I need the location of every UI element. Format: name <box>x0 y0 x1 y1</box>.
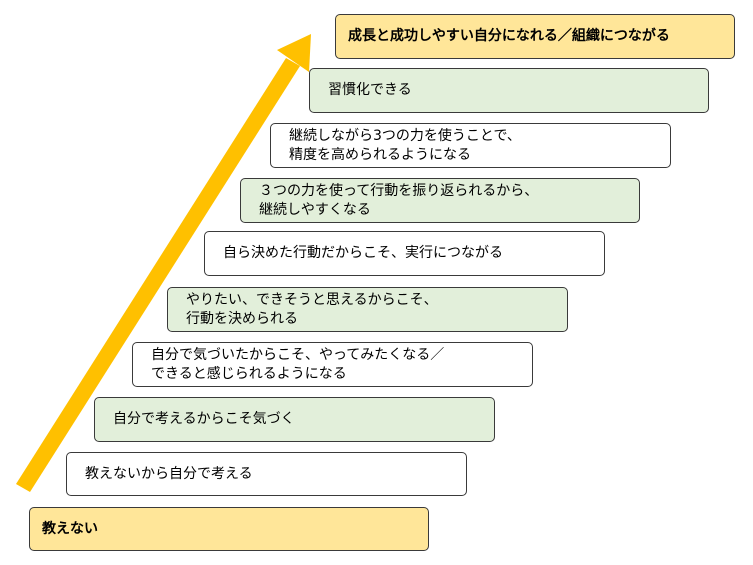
stair-step-4: やりたい、できそうと思えるからこそ、 行動を決められる <box>167 287 568 332</box>
stair-step-2: 自分で考えるからこそ気づく <box>94 397 495 442</box>
stair-step-6: ３つの力を使って行動を振り返られるから、 継続しやすくなる <box>240 178 640 223</box>
stair-step-5: 自ら決めた行動だからこそ、実行につながる <box>204 231 605 276</box>
arrow-head <box>277 34 311 72</box>
stair-step-3: 自分で気づいたからこそ、やってみたくなる／ できると感じられるようになる <box>132 342 533 387</box>
stair-step-8: 習慣化できる <box>309 68 709 113</box>
stair-step-7: 継続しながら3つの力を使うことで、 精度を高められるようになる <box>270 123 671 168</box>
stair-step-goal: 成長と成功しやすい自分になれる／組織につながる <box>335 14 735 59</box>
stair-step-0: 教えない <box>29 507 429 551</box>
stair-step-1: 教えないから自分で考える <box>66 452 467 496</box>
arrow-shaft <box>16 58 300 492</box>
